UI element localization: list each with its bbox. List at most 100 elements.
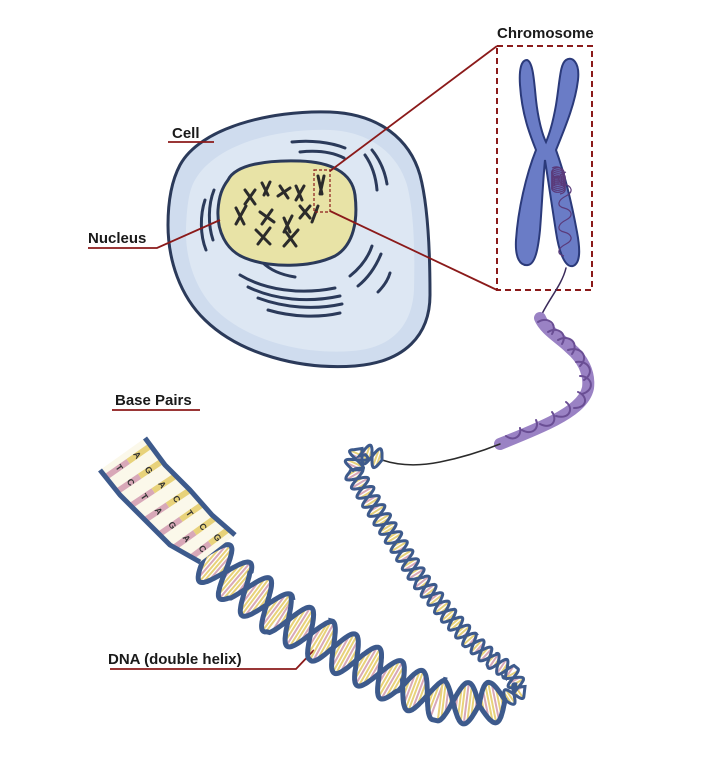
dna-helix [195, 443, 527, 727]
base-pair-rung [172, 530, 197, 550]
chromosome [514, 57, 581, 268]
helix-rung [413, 575, 430, 589]
helix-rung [407, 670, 425, 712]
helix-rung [440, 681, 447, 720]
helix-rung [407, 568, 425, 580]
helix-rung [330, 634, 351, 669]
helix-rung [284, 607, 307, 643]
helix-rung [420, 583, 435, 596]
helix-rung [403, 560, 419, 572]
helix-rung [346, 468, 364, 481]
helix-rung [309, 620, 333, 661]
helix-rung [357, 648, 381, 687]
helix-rung [380, 661, 404, 700]
base-pair-rung [126, 443, 153, 464]
helix-rung [402, 672, 417, 705]
base-pair-rung [189, 540, 212, 560]
base-pair-rung [157, 516, 183, 537]
label-chromosome: Chromosome [497, 25, 594, 42]
helix-rung [363, 496, 380, 509]
helix-strand [202, 542, 508, 727]
base-pair-rung [179, 501, 205, 522]
base-letter: A [153, 506, 165, 517]
helix-rung [249, 585, 273, 616]
nucleus-leader [88, 219, 221, 249]
base-letter: C [197, 521, 209, 533]
helix-rung [390, 540, 408, 553]
chromosome-zoom-box [496, 45, 593, 291]
helix-rung [428, 593, 444, 607]
base-pair-rung [151, 473, 178, 494]
chromatin-coil [551, 166, 572, 257]
helix-rung [316, 626, 337, 661]
helix-rung [293, 614, 315, 646]
base-pair-rung [143, 502, 170, 523]
helix-rung [427, 682, 441, 714]
helix-rung [490, 683, 501, 721]
helix-rung [264, 596, 294, 633]
base-pair-rung [103, 458, 130, 480]
zoom-line-top [329, 45, 498, 172]
helix-rung [373, 513, 391, 525]
helix-rung [487, 682, 498, 723]
base-letter: A [131, 450, 143, 461]
helix-rung [217, 561, 248, 596]
helix-rung [396, 549, 413, 561]
helix-rung [470, 639, 483, 653]
base-letter: C [125, 477, 137, 488]
helix-strand [343, 443, 527, 702]
ribbon-strand [98, 468, 202, 565]
helix-rung [361, 652, 383, 686]
helix-rung [462, 682, 470, 725]
chromosome-panel [496, 45, 593, 291]
helix-rung [411, 674, 427, 711]
label-cell: Cell [172, 125, 200, 142]
helix-rung [354, 646, 378, 685]
ribbon-strand [142, 436, 237, 537]
base-pair-rung [193, 515, 218, 536]
helix-rung [222, 565, 253, 601]
base-letter: C [197, 543, 209, 555]
helix-rung [496, 658, 508, 675]
helix-rung [240, 577, 271, 616]
helix-rung [455, 625, 471, 639]
helix-rung [335, 634, 358, 675]
helix-rung [261, 593, 291, 632]
helix-rung [466, 684, 473, 723]
base-letter: A [156, 479, 168, 490]
helix-rung [459, 683, 467, 723]
helix-rung [350, 477, 369, 489]
base-letter: G [166, 520, 178, 531]
helix-rung [339, 639, 360, 673]
helix-rung [462, 632, 477, 646]
base-pair-rung [129, 488, 155, 509]
helix-rung [356, 485, 374, 498]
helix-rung [285, 606, 312, 647]
base-pair-rung [165, 487, 192, 508]
helix-rung [202, 548, 233, 584]
helix-rung [260, 593, 287, 628]
label-base-pairs: Base Pairs [115, 392, 192, 409]
base-letter: T [139, 492, 151, 503]
base-letter: A [181, 533, 193, 545]
cell [166, 110, 432, 369]
helix-rung [312, 622, 335, 662]
base-letter: T [114, 463, 126, 474]
helix-rung [484, 684, 494, 723]
helix-rung [487, 653, 500, 669]
helix-rung [218, 562, 251, 600]
supercoiled-dna [381, 267, 595, 466]
base-letter: G [143, 465, 155, 476]
label-nucleus: Nucleus [88, 230, 146, 247]
endoplasmic-reticulum [199, 139, 392, 318]
nucleus-zoom-box [313, 169, 331, 213]
helix-rung [436, 679, 444, 722]
leader-lines [88, 45, 498, 670]
base-letter: G [211, 532, 223, 544]
nucleus-chromosomes [234, 174, 326, 248]
helix-rung [271, 600, 293, 632]
helix-rung [244, 580, 273, 617]
helix-rung [198, 544, 232, 583]
